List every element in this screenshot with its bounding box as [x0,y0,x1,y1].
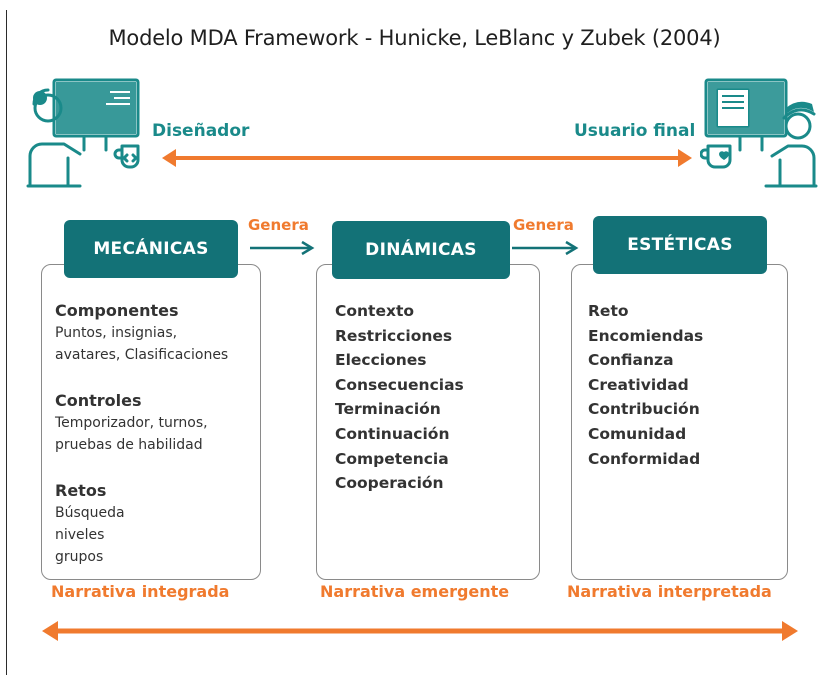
dinamicas-header: DINÁMICAS [332,221,510,279]
narrativa-integrada: Narrativa integrada [51,582,230,601]
genera-arrow-1 [250,240,315,256]
group-line: niveles [55,527,105,543]
group-line: Puntos, insignias, [55,325,178,341]
list-item: Consecuencias [335,375,464,394]
page-title: Modelo MDA Framework - Hunicke, LeBlanc … [108,26,721,50]
mecanicas-group: Retos Búsqueda niveles grupos [55,480,255,568]
narrativa-emergente: Narrativa emergente [320,582,510,601]
list-item: Cooperación [335,474,444,493]
esteticas-panel [571,264,788,580]
group-line: pruebas de habilidad [55,437,203,453]
list-item: Contexto [335,302,415,320]
group-line: Temporizador, turnos, [55,415,208,431]
narrative-double-arrow [42,621,798,641]
list-item: Comunidad [588,424,687,443]
designer-label: Diseñador [152,121,250,141]
group-line: Búsqueda [55,505,125,521]
list-item: Continuación [335,424,450,443]
list-item: Confianza [588,351,674,370]
list-item: Elecciones [335,351,427,370]
group-line: grupos [55,549,104,565]
list-item: Restricciones [335,326,453,345]
group-title: Retos [55,481,107,500]
mecanicas-content: Componentes Puntos, insignias, avatares,… [55,300,255,592]
list-item: Reto [588,302,629,320]
user-label: Usuario final [574,121,696,141]
list-item: Conformidad [588,449,701,468]
dinamicas-list: Contexto Restricciones Elecciones Consec… [335,299,464,496]
list-item: Creatividad [588,375,689,394]
esteticas-header: ESTÉTICAS [593,216,767,274]
list-item: Competencia [335,449,449,468]
mecanicas-group: Componentes Puntos, insignias, avatares,… [55,300,255,366]
list-item: Contribución [588,400,700,419]
group-line: avatares, Clasificaciones [55,347,229,363]
group-title: Componentes [55,301,179,320]
narrativa-interpretada: Narrativa interpretada [567,582,772,601]
genera-arrow-2 [512,240,579,256]
mecanicas-panel [41,264,261,580]
list-item: Encomiendas [588,326,704,345]
genera-label-2: Genera [513,216,574,234]
user-at-computer-icon [700,78,818,188]
designer-at-computer-icon [26,78,140,188]
genera-label-1: Genera [248,216,309,234]
designer-user-double-arrow [162,149,692,167]
frame-border [6,10,7,675]
mecanicas-header: MECÁNICAS [64,220,238,278]
list-item: Terminación [335,400,441,419]
group-title: Controles [55,391,142,410]
mecanicas-group: Controles Temporizador, turnos, pruebas … [55,390,255,456]
esteticas-list: Reto Encomiendas Confianza Creatividad C… [588,299,703,471]
